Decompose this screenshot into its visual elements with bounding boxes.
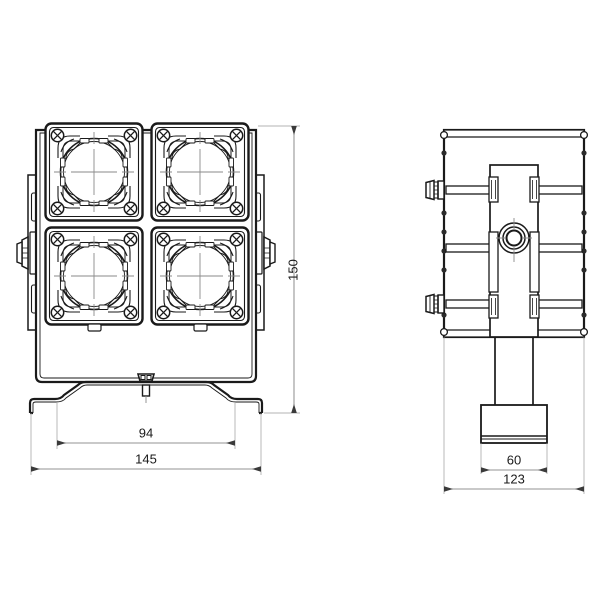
led-module-top-left[interactable] bbox=[44, 122, 144, 222]
bottom-lug-left bbox=[87, 323, 102, 332]
dimension-150: 150 bbox=[258, 125, 300, 414]
dimension-123-label: 123 bbox=[503, 471, 525, 486]
side-view: 60 123 bbox=[425, 128, 589, 494]
front-view: 150 94 145 bbox=[16, 122, 300, 475]
dimension-94: 94 bbox=[56, 403, 236, 449]
side-lower-post bbox=[494, 337, 534, 405]
side-right-edge-fasteners bbox=[581, 150, 587, 318]
dimension-145: 145 bbox=[30, 413, 262, 475]
dimension-94-label: 94 bbox=[139, 425, 153, 440]
bottom-lug-right bbox=[193, 323, 208, 332]
side-mounting-yoke bbox=[488, 164, 540, 338]
center-bolt-assembly bbox=[136, 373, 156, 403]
led-module-bottom-right[interactable] bbox=[150, 226, 250, 326]
dimension-123: 123 bbox=[443, 337, 585, 494]
led-module-bottom-left[interactable] bbox=[44, 226, 144, 326]
led-module-top-right[interactable] bbox=[150, 122, 250, 222]
mounting-bracket bbox=[28, 380, 264, 415]
dimension-60: 60 bbox=[480, 443, 548, 474]
side-left-edge-fasteners bbox=[441, 150, 447, 318]
side-base-block bbox=[480, 404, 548, 444]
side-corner-bolts bbox=[439, 130, 589, 337]
side-pivot-bolt bbox=[496, 218, 532, 262]
dimension-60-label: 60 bbox=[507, 452, 521, 467]
dimension-150-label: 150 bbox=[285, 259, 300, 281]
front-housing-inner bbox=[39, 132, 253, 379]
side-body-top-cap bbox=[443, 129, 585, 138]
dimension-145-label: 145 bbox=[135, 451, 157, 466]
